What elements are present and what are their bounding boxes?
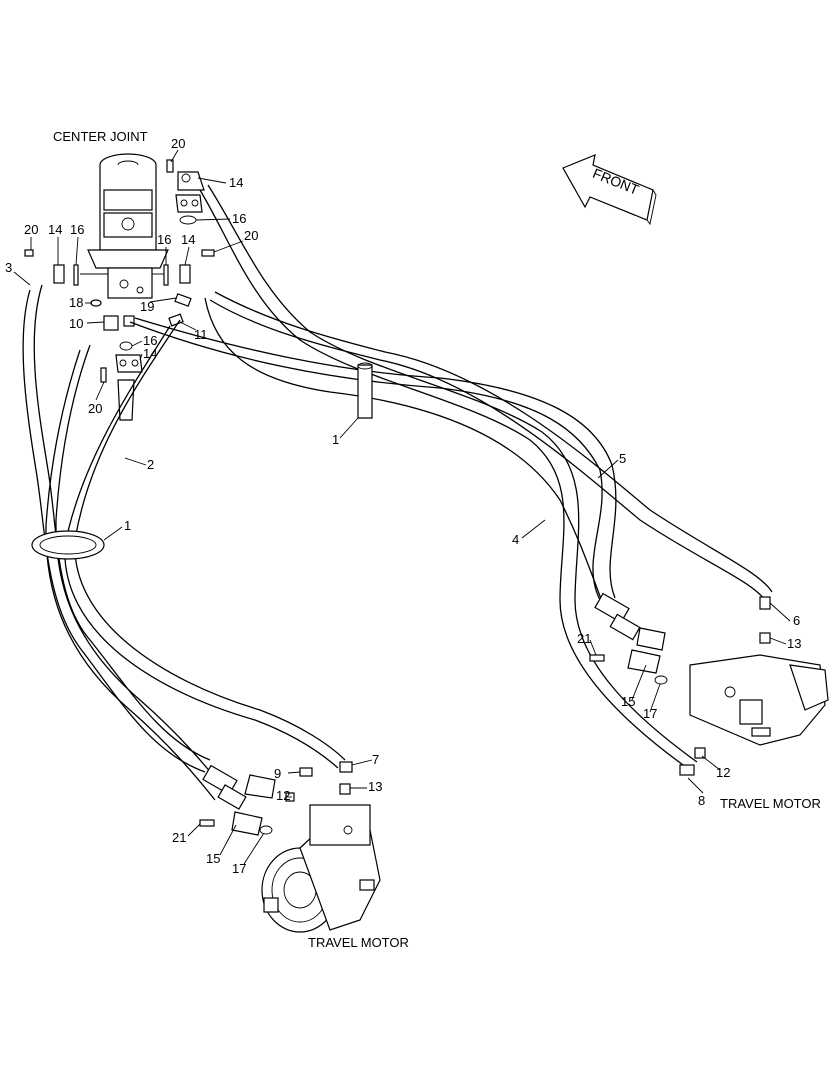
callout-13-right: 13 bbox=[787, 636, 801, 651]
right-travel-motor: TRAVEL MOTOR bbox=[589, 592, 829, 811]
callout-labels: 20 14 16 20 14 16 3 16 14 20 18 10 19 11… bbox=[5, 136, 801, 876]
callout-16-left: 16 bbox=[70, 222, 84, 237]
center-joint: CENTER JOINT bbox=[53, 129, 169, 299]
center-joint-caption: CENTER JOINT bbox=[53, 129, 148, 144]
callout-13-left: 13 bbox=[368, 779, 382, 794]
callout-14-mid: 14 bbox=[181, 232, 195, 247]
left-travel-motor: TRAVEL MOTOR bbox=[199, 761, 409, 950]
callout-16-top: 16 bbox=[232, 211, 246, 226]
callout-20-left: 20 bbox=[24, 222, 38, 237]
callout-17-right: 17 bbox=[643, 706, 657, 721]
center-joint-side-fittings bbox=[24, 249, 215, 286]
callout-15-right: 15 bbox=[621, 694, 635, 709]
callout-5: 5 bbox=[619, 451, 626, 466]
callout-14-low: 14 bbox=[143, 346, 157, 361]
callout-14-left: 14 bbox=[48, 222, 62, 237]
left-travel-motor-caption: TRAVEL MOTOR bbox=[308, 935, 409, 950]
callout-leaders bbox=[13, 149, 791, 865]
callout-21-left: 21 bbox=[172, 830, 186, 845]
callout-20-top: 20 bbox=[171, 136, 185, 151]
callout-4: 4 bbox=[512, 532, 519, 547]
callout-7: 7 bbox=[372, 752, 379, 767]
hose-clamps bbox=[31, 362, 373, 560]
callout-16-mid: 16 bbox=[157, 232, 171, 247]
callout-16-low: 16 bbox=[143, 333, 157, 348]
callout-20-low: 20 bbox=[88, 401, 102, 416]
callout-12-right: 12 bbox=[716, 765, 730, 780]
callout-6: 6 bbox=[793, 613, 800, 628]
front-direction-arrow: FRONT bbox=[562, 154, 657, 226]
callout-3: 3 bbox=[5, 260, 12, 275]
callout-12-left: 12 bbox=[276, 788, 290, 803]
callout-18: 18 bbox=[69, 295, 83, 310]
right-travel-motor-caption: TRAVEL MOTOR bbox=[720, 796, 821, 811]
callout-17-left: 17 bbox=[232, 861, 246, 876]
center-joint-top-fittings bbox=[166, 159, 205, 225]
callout-10: 10 bbox=[69, 316, 83, 331]
callout-20-right: 20 bbox=[244, 228, 258, 243]
callout-8: 8 bbox=[698, 793, 705, 808]
callout-1-left: 1 bbox=[124, 518, 131, 533]
callout-14-top: 14 bbox=[229, 175, 243, 190]
callout-2: 2 bbox=[147, 457, 154, 472]
hose-bundle bbox=[22, 184, 773, 801]
callout-9: 9 bbox=[274, 766, 281, 781]
callout-19: 19 bbox=[140, 299, 154, 314]
callout-1-center: 1 bbox=[332, 432, 339, 447]
callout-21-right: 21 bbox=[577, 631, 591, 646]
callout-11: 11 bbox=[194, 327, 208, 342]
callout-15-left: 15 bbox=[206, 851, 220, 866]
